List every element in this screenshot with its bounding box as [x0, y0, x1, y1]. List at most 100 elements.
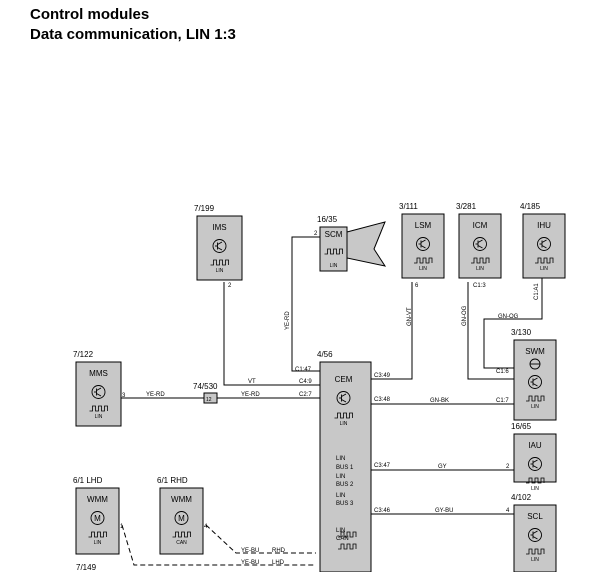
module-name: IAU: [528, 441, 542, 450]
pin-label: C1:7: [496, 398, 509, 404]
module-bus-tag: LIN: [340, 421, 348, 427]
module-ref-label: 16/35: [317, 215, 338, 224]
pin-label: 6: [415, 283, 419, 289]
pin-label: C2:7: [299, 392, 312, 398]
wire-color-label: GN-OG: [498, 314, 519, 320]
pin-label: C1:A1: [534, 283, 540, 300]
pin-label: C3:48: [374, 397, 391, 403]
module-name: WMM: [87, 495, 108, 504]
module-ref-label: 6/1 RHD: [157, 476, 188, 485]
transistor-icon: [212, 239, 227, 253]
wire-wmm-lhd: [121, 524, 316, 566]
module-box-wmm: [159, 487, 204, 555]
transistor-icon: [528, 375, 542, 389]
module-ref-label: 7/122: [73, 350, 94, 359]
pin-label: 4: [204, 524, 208, 530]
module-bus-tag: LIN: [419, 266, 427, 272]
pin-label: C1:3: [473, 283, 486, 289]
module-bus-tag: LIN: [95, 414, 103, 420]
wire-color-label: YE-BU: [241, 560, 259, 566]
module-bus-tag: LIN: [330, 263, 338, 269]
transistor-icon: [336, 391, 351, 405]
module-ref-label: 7/149: [76, 563, 97, 572]
pin-label: 4: [506, 508, 510, 514]
scm-horn-shape: [346, 221, 387, 267]
pin-label: C1:6: [496, 369, 509, 375]
module-box-ihu: [522, 213, 566, 279]
pin-label: 2: [314, 231, 318, 237]
module-ref-label: 4/102: [511, 493, 532, 502]
connector-pin-label: 12: [206, 397, 212, 403]
cem-bus-label: BUS 1: [336, 465, 354, 471]
wire-color-label: YE-RD: [241, 392, 260, 398]
cem-bus-label: LIN: [336, 474, 345, 480]
wire-color-label: RHD: [272, 548, 286, 554]
wire-scm-cem: [291, 236, 320, 372]
wire-color-label: VT: [248, 379, 256, 385]
wire-ihu-swm: [483, 278, 543, 369]
pin-label: C3:47: [374, 463, 391, 469]
motor-icon: M: [90, 511, 105, 525]
pin-label: 1: [120, 524, 124, 530]
module-ref-label: 4/56: [317, 350, 333, 359]
module-name: WMM: [171, 495, 192, 504]
pulse-signal-icon: [526, 477, 545, 484]
pulse-signal-icon: [172, 531, 191, 538]
pulse-signal-icon: [338, 531, 357, 538]
cem-bus-label: BUS 3: [336, 501, 354, 507]
module-box-icm: [458, 213, 502, 279]
cem-bus-label: LIN: [336, 528, 345, 534]
cem-bus-label: BUS 2: [336, 482, 354, 488]
pulse-signal-icon: [526, 395, 545, 402]
module-name: SCM: [325, 230, 343, 239]
pulse-signal-icon: [210, 259, 229, 266]
module-ref-label: 16/65: [511, 422, 532, 431]
module-name: ICM: [473, 221, 488, 230]
pin-label: 3: [122, 393, 126, 399]
module-name: SCL: [527, 512, 543, 521]
wire-ims-cem: [223, 282, 320, 386]
transistor-icon: [473, 237, 487, 251]
page-subtitle: Data communication, LIN 1:3: [30, 26, 236, 43]
module-ref-label: 7/199: [194, 204, 215, 213]
page-title: Control modules: [30, 6, 150, 23]
module-name: CEM: [335, 375, 353, 384]
module-ref-label: 3/111: [399, 202, 418, 211]
motor-icon: M: [174, 511, 189, 525]
motor-letter: M: [94, 514, 101, 523]
wire-color-label: GY: [438, 464, 447, 470]
wire-color-label: YE-RD: [146, 392, 165, 398]
pin-label: 2: [228, 283, 232, 289]
pulse-signal-icon: [338, 543, 357, 550]
module-box-swm: [513, 339, 557, 421]
pin-label: C4:9: [299, 379, 312, 385]
module-box-scl: [513, 504, 557, 572]
module-bus-tag: LIN: [531, 486, 539, 492]
cem-bus-label: LIN: [336, 493, 345, 499]
wire-color-label: YE-BU: [241, 548, 259, 554]
transistor-icon: [528, 457, 542, 471]
pulse-signal-icon: [471, 257, 490, 264]
wire-color-label: GN-OG: [462, 305, 468, 326]
pulse-signal-icon: [324, 248, 343, 255]
cem-bus-label: CAN: [336, 536, 349, 542]
pulse-signal-icon: [526, 548, 545, 555]
wire-color-label: GN-VT: [407, 307, 413, 326]
transistor-icon: [528, 528, 542, 542]
wire-lsm-cem: [371, 282, 413, 380]
pin-label: C3:46: [374, 508, 391, 514]
module-box-wmm: [75, 487, 120, 555]
connector-block: [203, 392, 218, 404]
module-box-mms: [75, 361, 122, 427]
module-box-iau: [513, 433, 557, 483]
module-bus-tag: LIN: [216, 268, 224, 274]
module-name: SWM: [525, 347, 545, 356]
module-box-ims: [196, 215, 243, 281]
steering-wheel-icon: [529, 358, 541, 370]
pulse-signal-icon: [334, 412, 353, 419]
pulse-signal-icon: [88, 531, 107, 538]
module-bus-tag: CAN: [176, 540, 187, 546]
pulse-signal-icon: [89, 405, 108, 412]
module-ref-label: 6/1 LHD: [73, 476, 103, 485]
